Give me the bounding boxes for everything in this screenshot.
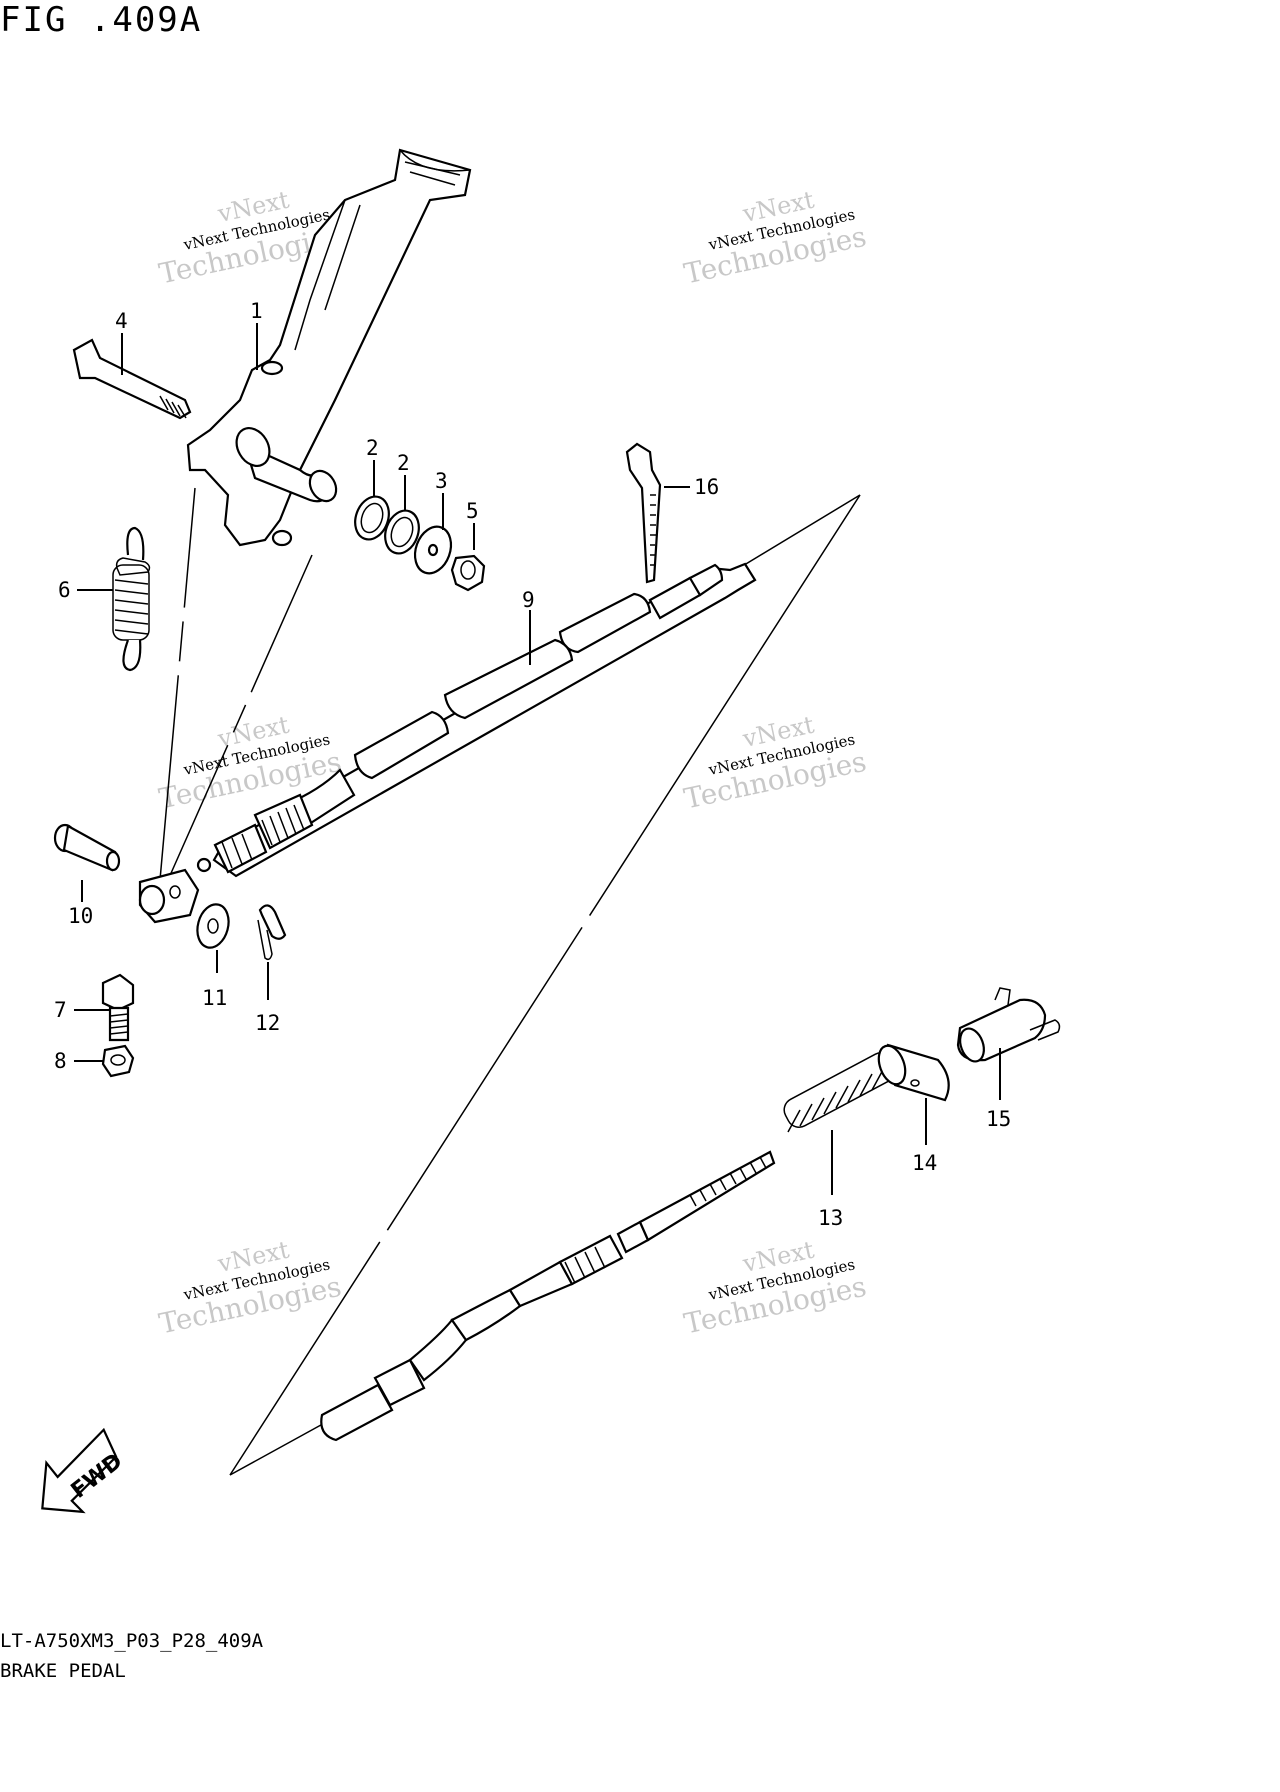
drawing-code: LT-A750XM3_P03_P28_409A (0, 1630, 264, 1652)
callout-8: 8 (54, 1049, 67, 1073)
pivot-bolt (72, 338, 192, 420)
bolt (101, 973, 135, 1042)
assembly-name: BRAKE PEDAL (0, 1660, 126, 1682)
callout-13: 13 (818, 1206, 843, 1230)
pivot-nut (450, 554, 486, 592)
callout-9: 9 (522, 588, 535, 612)
callout-11: 11 (202, 986, 227, 1010)
nut (101, 1044, 135, 1078)
callout-12: 12 (255, 1011, 280, 1035)
clevis-pin (53, 823, 121, 872)
figure-title: FIG .409A (0, 0, 203, 40)
cable-tie (625, 442, 662, 584)
cable-end (956, 987, 1061, 1063)
cotter-clip (257, 904, 287, 961)
callout-15: 15 (986, 1107, 1011, 1131)
callout-2b: 2 (397, 451, 410, 475)
clevis-washer (196, 903, 230, 949)
callout-7: 7 (54, 998, 67, 1022)
callout-10: 10 (68, 904, 93, 928)
o-ring-pair (354, 495, 420, 555)
cable-collar (877, 1043, 950, 1102)
brake-pedal-arm (186, 148, 472, 547)
callout-6: 6 (58, 578, 71, 602)
callout-14: 14 (912, 1151, 937, 1175)
callout-4: 4 (115, 309, 128, 333)
callout-16: 16 (694, 475, 719, 499)
callout-5: 5 (466, 499, 479, 523)
clevis-joint (138, 868, 200, 924)
return-spring (112, 526, 151, 672)
watermark-top-right: vNext vNext Technologies Technologies (681, 186, 869, 291)
callout-2a: 2 (366, 436, 379, 460)
washer (413, 525, 453, 575)
brake-cable-lower (320, 1150, 776, 1442)
watermark-bottom-left: vNext vNext Technologies Technologies (156, 1236, 344, 1341)
reference-lines (159, 487, 861, 1476)
callout-leaders (74, 323, 1001, 1195)
watermark-bottom-right: vNext vNext Technologies Technologies (681, 1236, 869, 1341)
watermark-mid-right: vNext vNext Technologies Technologies (681, 711, 869, 816)
callout-labels: 1 2 2 3 4 5 6 7 8 9 10 11 12 13 14 15 16 (54, 299, 1011, 1230)
callout-1: 1 (250, 299, 263, 323)
callout-3: 3 (435, 469, 448, 493)
fwd-arrow-icon: FWD (41, 1427, 127, 1514)
brake-cable-upper (196, 562, 757, 878)
